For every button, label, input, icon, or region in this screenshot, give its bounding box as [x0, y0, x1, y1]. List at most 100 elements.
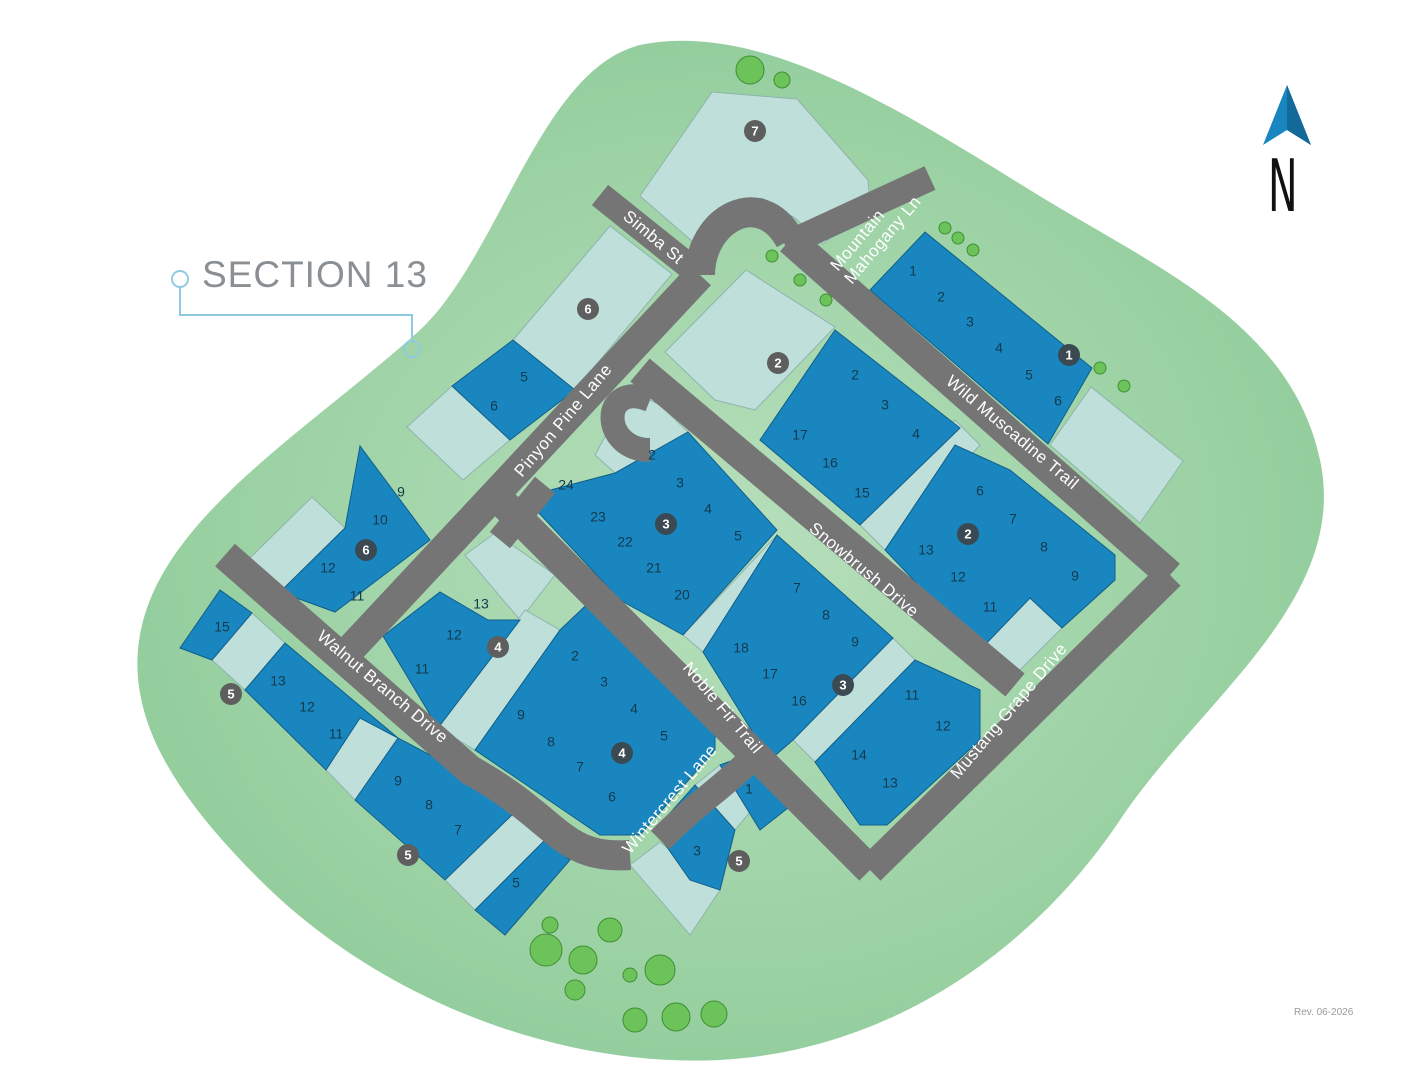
road-snowbrush [630, 358, 1025, 697]
lot-number: 7 [454, 822, 462, 838]
lot-number: 6 [608, 789, 616, 805]
svg-text:6: 6 [584, 301, 591, 316]
lot-number: 13 [270, 673, 286, 689]
lot-number: 12 [935, 718, 951, 734]
svg-text:3: 3 [662, 516, 669, 531]
phase-badge: 3 [655, 513, 677, 535]
lot-number: 21 [646, 560, 662, 576]
phase-badge: 5 [728, 850, 750, 872]
lot-number: 11 [350, 588, 365, 604]
road-mountain-mahogany [779, 166, 936, 257]
lot-number: 13 [918, 542, 934, 558]
phase-badge: 5 [397, 844, 419, 866]
lot-number: 2 [648, 447, 656, 463]
lot-number: 12 [299, 699, 315, 715]
svg-text:6: 6 [362, 542, 369, 557]
phase-badge: 4 [611, 742, 633, 764]
lot-number: 4 [704, 501, 712, 517]
roads [215, 166, 1181, 881]
phase-badge: 4 [487, 636, 509, 658]
lot-number: 16 [822, 455, 838, 471]
lot-number: 9 [397, 484, 405, 500]
phase-badge: 2 [767, 352, 789, 374]
lot-number: 11 [329, 726, 344, 742]
svg-text:1: 1 [1065, 347, 1072, 362]
lot-number: 3 [600, 674, 608, 690]
lot-number: 1 [745, 781, 753, 797]
lot-number: 5 [660, 728, 668, 744]
lot-number: 12 [320, 560, 336, 576]
lot-number: 8 [822, 607, 830, 623]
lot-number: 1 [909, 263, 917, 279]
svg-text:2: 2 [964, 526, 971, 541]
lot-number: 12 [950, 569, 966, 585]
lot-number: 10 [372, 512, 388, 528]
phase-badges: 1 2 2 3 3 4 4 5 5 5 6 6 7 [220, 120, 1080, 872]
lot-number: 5 [512, 875, 520, 891]
lot-number: 6 [976, 483, 984, 499]
lot-number: 7 [793, 580, 801, 596]
lot-number: 16 [791, 693, 807, 709]
lot-number: 4 [995, 340, 1003, 356]
road-pinyon-stub [489, 476, 556, 549]
section-leader-line [171, 270, 421, 358]
phase-badge: 3 [832, 674, 854, 696]
phase-badge: 1 [1058, 344, 1080, 366]
road-wild-muscadine [780, 228, 1180, 587]
lot-number: 23 [590, 509, 606, 525]
phase-badge: 2 [957, 523, 979, 545]
lot-number: 18 [733, 640, 749, 656]
lot-number: 20 [674, 587, 690, 603]
lot-number: 7 [1009, 511, 1017, 527]
lot-number: 9 [1071, 568, 1079, 584]
lot-number: 5 [520, 369, 528, 385]
lot-number: 14 [851, 747, 867, 763]
lot-number: 2 [851, 367, 859, 383]
lot-number: 17 [762, 666, 778, 682]
road-bulb-north [600, 384, 655, 462]
road-wintercrest [650, 750, 760, 850]
revision-label: Rev. 06-2026 [1294, 1007, 1354, 1018]
phase-badge: 6 [577, 298, 599, 320]
lot-number: 9 [851, 634, 859, 650]
road-walnut-branch [215, 543, 632, 871]
svg-text:5: 5 [227, 686, 234, 701]
lot-number: 8 [1040, 539, 1048, 555]
section-title: SECTION 13 [202, 254, 428, 295]
phase-badge: 5 [220, 683, 242, 705]
lot-number: 3 [966, 314, 974, 330]
svg-text:2: 2 [774, 355, 781, 370]
svg-text:4: 4 [618, 745, 626, 760]
trees [529, 55, 1131, 1033]
svg-text:7: 7 [751, 123, 758, 138]
phase-badge: 7 [744, 120, 766, 142]
road-mustang-grape [859, 564, 1181, 881]
lot-number: 11 [905, 687, 920, 703]
lot-number: 5 [1025, 367, 1033, 383]
lot-number: 22 [617, 534, 633, 550]
road-noble-fir [489, 489, 881, 881]
lot-number: 24 [558, 477, 574, 493]
lot-number: 3 [881, 397, 889, 413]
lot-number: 7 [576, 759, 584, 775]
lot-number: 17 [792, 427, 808, 443]
lot-number: 6 [1054, 393, 1062, 409]
lot-number: 15 [854, 485, 870, 501]
lot-number: 11 [415, 661, 430, 677]
lot-number: 2 [937, 289, 945, 305]
north-label: N [1268, 144, 1298, 228]
svg-text:4: 4 [494, 639, 502, 654]
lot-number: 9 [394, 773, 402, 789]
lot-number: 4 [630, 701, 638, 717]
road-simba-st [591, 184, 709, 286]
lot-number: 2 [571, 648, 579, 664]
lot-number: 8 [425, 797, 433, 813]
lot-number: 15 [214, 619, 230, 635]
lot-number: 12 [446, 627, 462, 643]
lot-number: 5 [734, 528, 742, 544]
road-pinyon-pine [334, 264, 711, 666]
svg-text:5: 5 [404, 847, 411, 862]
north-arrow-shade [1287, 85, 1311, 145]
road-cul-de-sac-north [685, 197, 804, 277]
